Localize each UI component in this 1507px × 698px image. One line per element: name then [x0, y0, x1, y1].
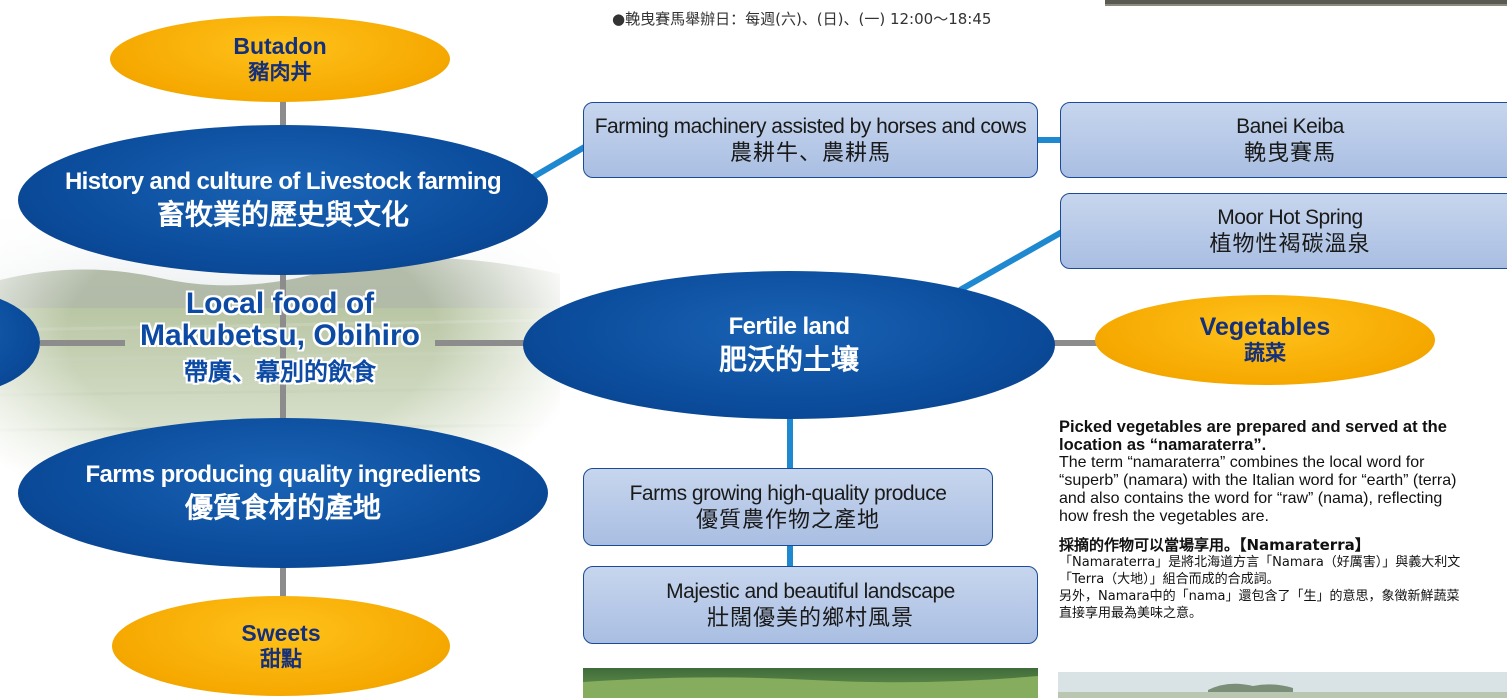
namaraterra-zh-line: 「Terra（大地）」組合而成的合成詞。	[1059, 572, 1280, 587]
node-fertile-land-zh: 肥沃的土壤	[718, 344, 859, 375]
node-banei-keiba-en: Banei Keiba	[1236, 114, 1344, 138]
node-landscape-zh: 壯闊優美的鄉村風景	[706, 604, 914, 630]
node-banei-keiba: Banei Keiba 輓曳賽馬	[1060, 102, 1507, 178]
namaraterra-zh-line: 「Namaraterra」是將北海道方言「Namara（好厲害）」與義大利文	[1059, 555, 1461, 570]
node-banei-keiba-zh: 輓曳賽馬	[1243, 139, 1336, 165]
banei-schedule-note: ●輓曳賽馬舉辦日：每週(六)、(日)、(一) 12:00〜18:45	[612, 10, 992, 28]
node-local-food: Local food of Makubetsu, Obihiro 帶廣、幕別的飲…	[95, 288, 465, 390]
farmland-photo	[583, 668, 1038, 698]
namaraterra-heading-line1: Picked vegetables are prepared and serve…	[1059, 418, 1447, 436]
node-quality-farms-en: Farms producing quality ingredients	[85, 461, 481, 488]
node-butadon-zh: 豬肉丼	[248, 61, 312, 84]
node-quality-farms: Farms producing quality ingredients 優質食材…	[18, 418, 548, 568]
namaraterra-description: Picked vegetables are prepared and serve…	[1059, 418, 1507, 622]
node-farming-machinery-en: Farming machinery assisted by horses and…	[594, 114, 1027, 138]
node-livestock-history-zh: 畜牧業的歷史與文化	[156, 199, 409, 230]
namaraterra-body-line: “superb” (namara) with the Italian word …	[1059, 472, 1457, 489]
vegetable-field-photo	[1058, 672, 1507, 698]
node-butadon: Butadon 豬肉丼	[110, 16, 450, 102]
namaraterra-heading-line2: location as “namaraterra”.	[1059, 436, 1267, 454]
namaraterra-body-line: and also contains the word for “raw” (na…	[1059, 490, 1443, 507]
node-local-food-en-line1: Local food of	[185, 287, 375, 320]
node-quality-farms-zh: 優質食材的產地	[184, 492, 381, 523]
node-vegetables-zh: 蔬菜	[1244, 342, 1286, 365]
namaraterra-body-line: The term “namaraterra” combines the loca…	[1059, 454, 1425, 471]
namaraterra-zh-line: 另外，Namara中的「nama」還包含了「生」的意思，象徵新鮮蔬菜	[1059, 589, 1460, 604]
node-landscape-en: Majestic and beautiful landscape	[666, 579, 955, 603]
node-moor-hot-spring: Moor Hot Spring 植物性褐碳溫泉	[1060, 193, 1507, 269]
node-fertile-land-en: Fertile land	[728, 313, 850, 340]
connector-livestock-machinery	[526, 142, 590, 183]
node-moor-hot-spring-zh: 植物性褐碳溫泉	[1209, 230, 1371, 256]
node-farming-machinery-zh: 農耕牛、農耕馬	[729, 139, 891, 165]
node-landscape: Majestic and beautiful landscape 壯闊優美的鄉村…	[583, 566, 1038, 644]
top-right-photo-edge	[1105, 0, 1507, 6]
node-local-food-zh: 帶廣、幕別的飲食	[184, 359, 376, 386]
namaraterra-zh-line: 直接享用最為美味之意。	[1059, 606, 1203, 621]
node-sweets-zh: 甜點	[260, 648, 302, 671]
node-livestock-history: History and culture of Livestock farming…	[18, 125, 548, 275]
node-livestock-history-en: History and culture of Livestock farming	[64, 168, 502, 195]
node-vegetables-en: Vegetables	[1199, 313, 1331, 341]
node-high-quality-produce-zh: 優質農作物之產地	[695, 506, 880, 532]
node-butadon-en: Butadon	[233, 33, 327, 59]
namaraterra-zh-heading: 採摘的作物可以當場享用。【Namaraterra】	[1059, 536, 1370, 554]
node-sweets-en: Sweets	[241, 620, 321, 646]
node-high-quality-produce-en: Farms growing high-quality produce	[629, 481, 947, 505]
namaraterra-body-line: how fresh the vegetables are.	[1059, 508, 1269, 525]
node-high-quality-produce: Farms growing high-quality produce 優質農作物…	[583, 468, 993, 546]
node-fertile-land: Fertile land 肥沃的土壤	[523, 271, 1055, 419]
node-moor-hot-spring-en: Moor Hot Spring	[1217, 205, 1363, 229]
node-farming-machinery: Farming machinery assisted by horses and…	[583, 102, 1038, 178]
node-local-food-en-line2: Makubetsu, Obihiro	[139, 319, 421, 352]
node-vegetables: Vegetables 蔬菜	[1095, 295, 1435, 385]
connector-fertile-moor	[958, 229, 1064, 293]
node-sweets: Sweets 甜點	[112, 596, 450, 696]
